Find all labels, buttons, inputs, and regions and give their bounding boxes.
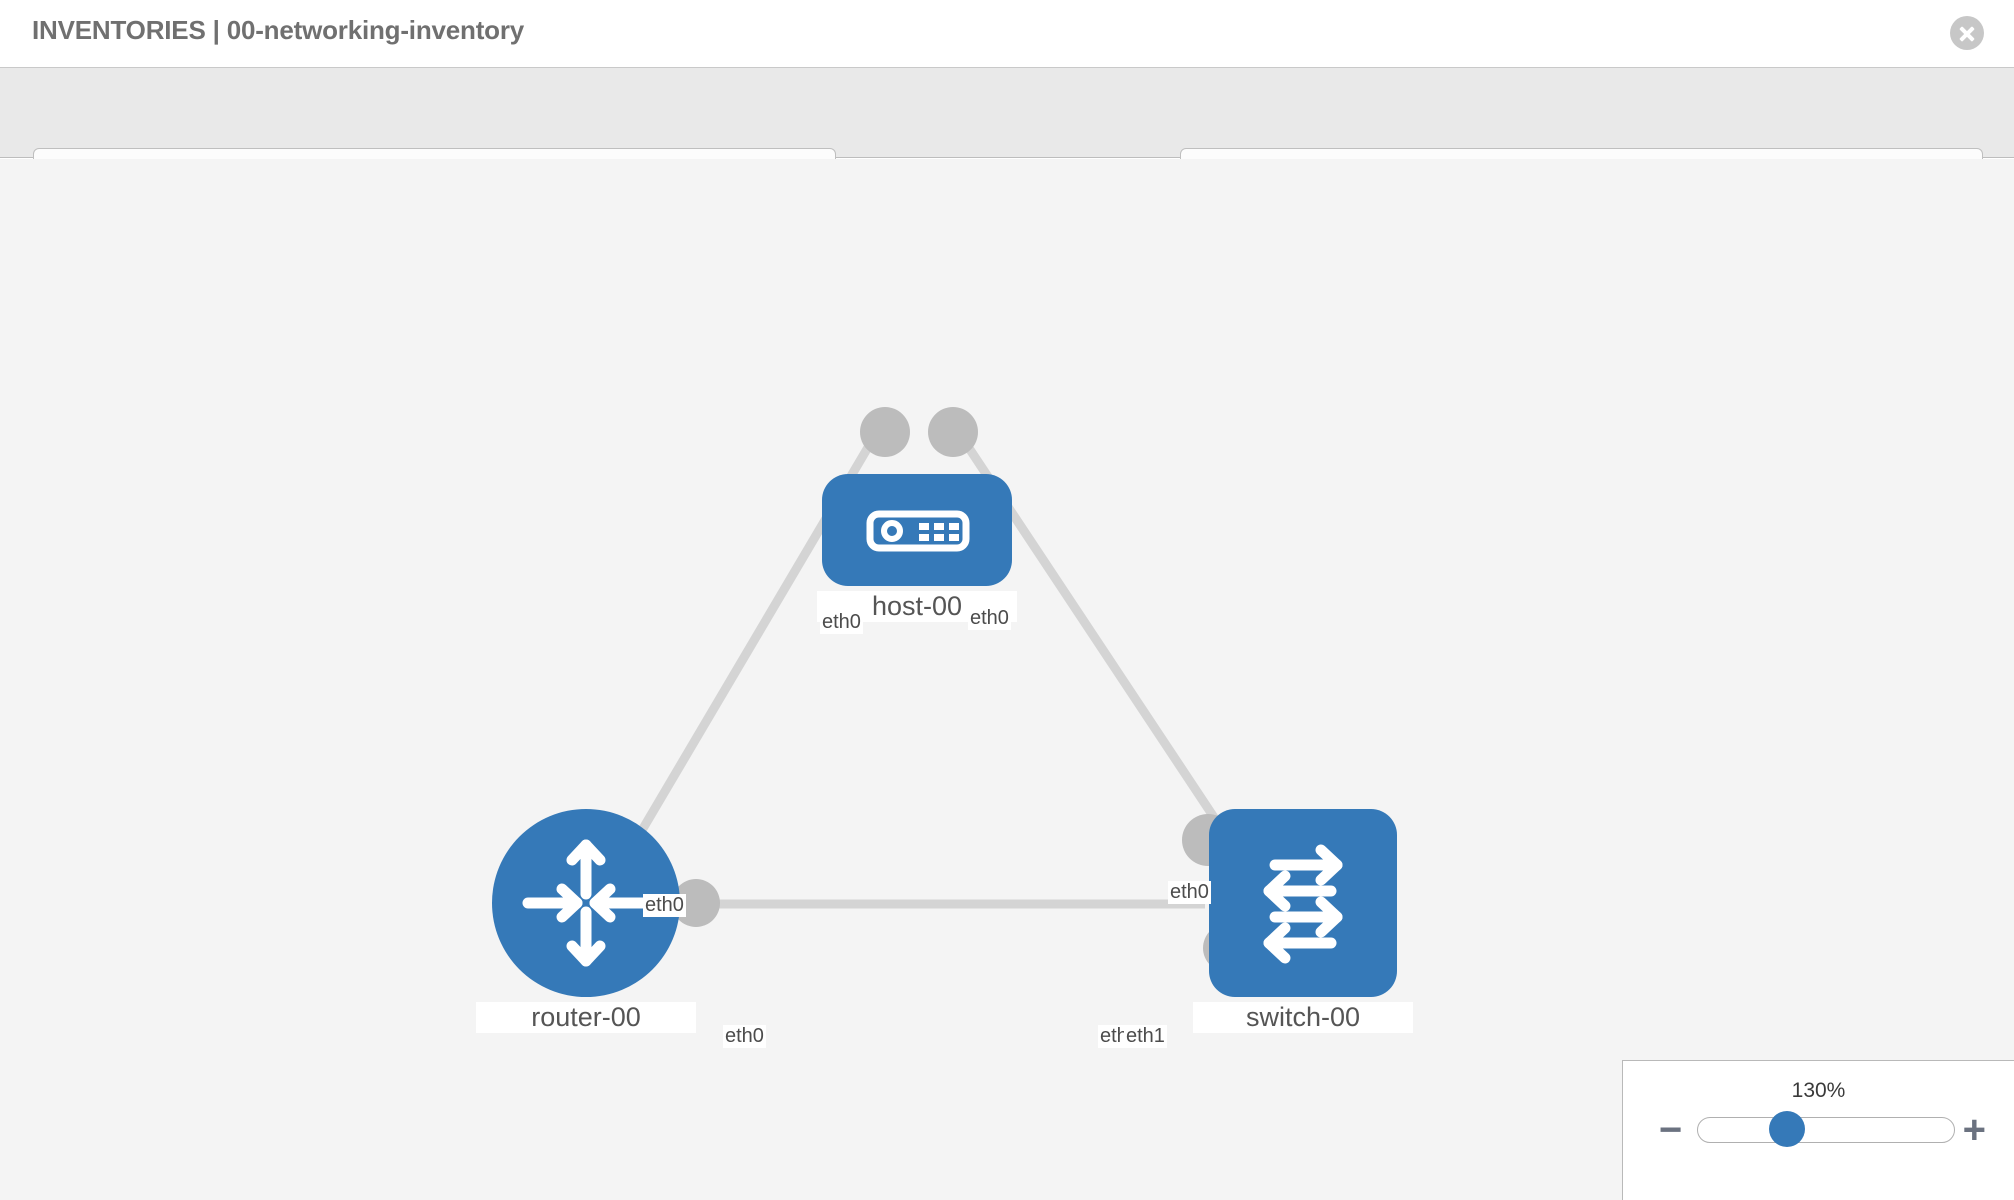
switch-arrows-icon [1263, 844, 1343, 964]
zoom-in-button[interactable]: + [1962, 1108, 1986, 1152]
zoom-slider-thumb[interactable] [1769, 1111, 1805, 1147]
close-icon[interactable] [1950, 16, 1984, 50]
topology-links [621, 424, 1239, 909]
zoom-out-button[interactable]: − [1659, 1108, 1683, 1152]
server-icon [866, 510, 970, 552]
edge-label-router-eth0-up: eth0 [643, 894, 686, 917]
zoom-control-panel: 130% − + [1622, 1060, 2014, 1200]
toolbar: ACTIONS SEARCH [0, 68, 2014, 200]
edge-label-host-eth0-left: eth0 [820, 611, 863, 634]
edge-label-router-eth0: eth0 [723, 1025, 766, 1048]
topology-canvas[interactable]: host-00 router-00 [0, 159, 2014, 1200]
edge-label-switch-eth-partial: eth [1098, 1025, 1130, 1048]
page-title: INVENTORIES | 00-networking-inventory [32, 15, 525, 45]
edge-label-switch-eth1: eth1 [1124, 1025, 1167, 1048]
node-switch-00-shape [1209, 809, 1397, 997]
node-switch-00-label: switch-00 [1193, 1002, 1413, 1033]
port-host-left[interactable] [860, 407, 910, 457]
port-host-right[interactable] [928, 407, 978, 457]
node-host-00[interactable]: host-00 [817, 474, 1017, 622]
page-header: INVENTORIES | 00-networking-inventory [0, 0, 2014, 68]
node-host-00-shape [822, 474, 1012, 586]
zoom-level-value: 130% [1791, 1079, 1846, 1102]
edge-label-switch-eth0-up: eth0 [1168, 881, 1211, 904]
node-router-00-label: router-00 [476, 1002, 696, 1033]
router-arrows-icon [522, 839, 650, 967]
zoom-slider-track[interactable] [1697, 1117, 1955, 1143]
edge-label-host-eth0-right: eth0 [968, 607, 1011, 630]
node-switch-00[interactable]: switch-00 [1193, 809, 1413, 1033]
